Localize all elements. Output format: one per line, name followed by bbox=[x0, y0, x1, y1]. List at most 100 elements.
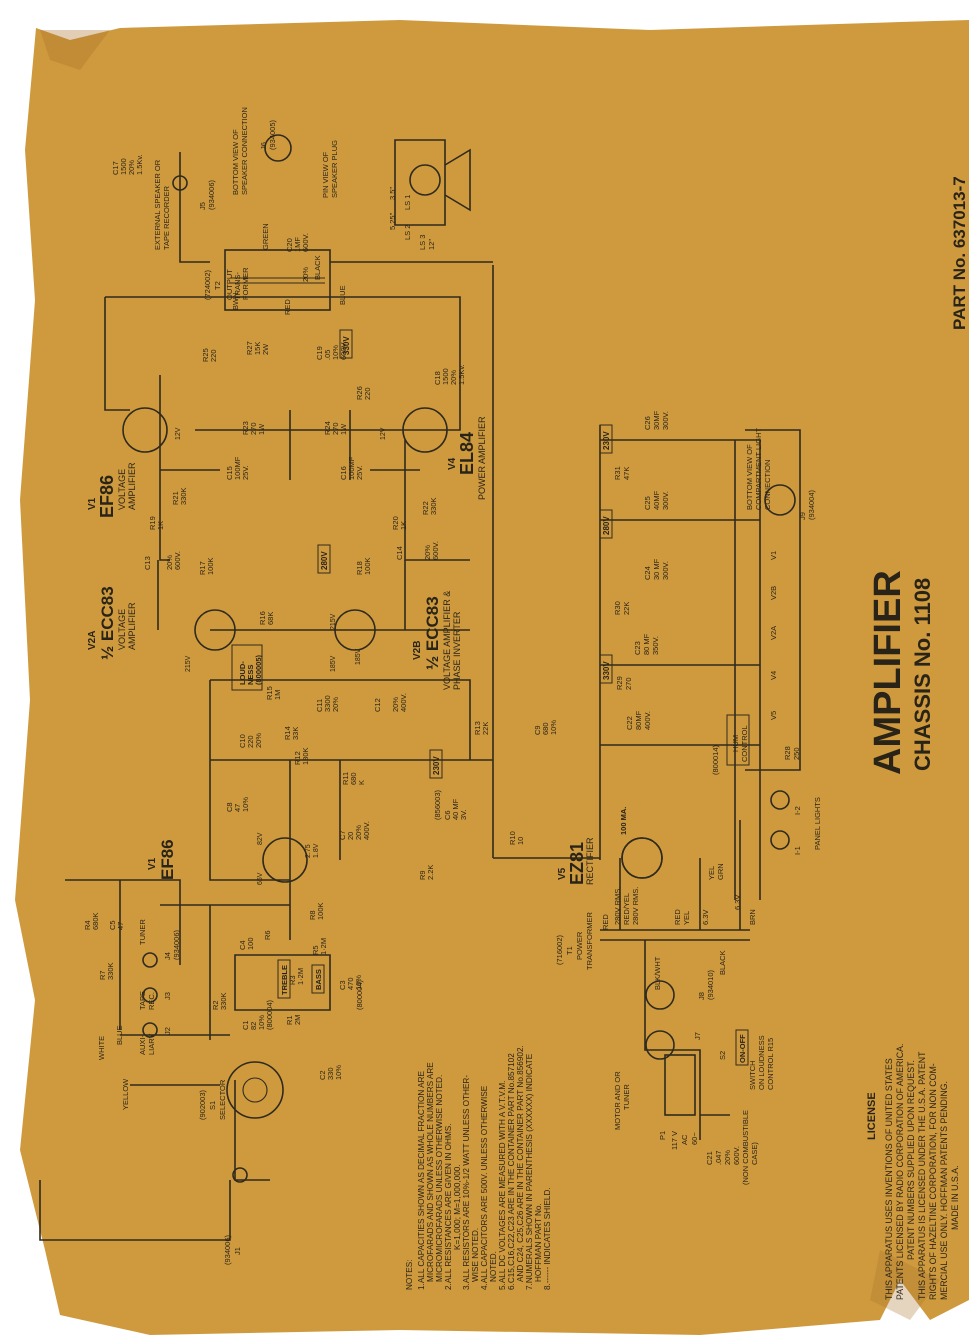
r20-value: 1K bbox=[399, 521, 408, 530]
wire-white: WHITE bbox=[97, 1036, 106, 1060]
wire-blue: BLUE bbox=[115, 1025, 124, 1045]
c7-label: C7 bbox=[338, 830, 347, 840]
license-line: THIS APPARATUS IS LICENSED UNDER THE U.S… bbox=[917, 1051, 927, 1300]
notes-title: NOTES: bbox=[405, 1260, 414, 1290]
c17-volt: 1.5Kv. bbox=[135, 154, 144, 175]
tube-ref: V1 bbox=[87, 497, 98, 510]
wire-labels: GREEN BLACK BLUE BWN RED bbox=[231, 223, 347, 315]
c21-volt: 600V. bbox=[732, 1146, 741, 1165]
c22-volt: 400V. bbox=[643, 711, 652, 730]
title-sub: CHASSIS No. 1108 bbox=[910, 578, 935, 771]
paper-stain bbox=[40, 30, 110, 70]
c20-volt: 600V. bbox=[301, 233, 310, 252]
r22-label: R22 bbox=[421, 501, 430, 515]
c12-volt: 400V. bbox=[399, 693, 408, 712]
part-number: PART No. 637013-7 bbox=[950, 176, 969, 330]
c2-tol: 10% bbox=[334, 1065, 343, 1080]
s2-desc: ON LOUDNESS bbox=[757, 1035, 766, 1090]
t1-label: T1 bbox=[565, 946, 574, 955]
r14-value: 33K bbox=[291, 727, 300, 740]
tube-desc: VOLTAGE bbox=[117, 469, 127, 510]
t2-desc: OUTPUT bbox=[225, 269, 234, 300]
note-line: AND C24, C25,C26 ARE IN THE CONTAINER PA… bbox=[516, 1045, 525, 1282]
ls2-size: 5.25" bbox=[388, 212, 397, 230]
r8-value: 100K bbox=[316, 902, 325, 920]
pri-j8-part: (934010) bbox=[706, 969, 715, 1000]
note-line: MICROFARADS AND SHOWN AS WHOLE NUMBERS A… bbox=[426, 1062, 435, 1282]
tube-type: ½ ECC83 bbox=[98, 586, 117, 660]
lamp-2: I-2 bbox=[793, 806, 802, 815]
p1-hz: 60~ bbox=[690, 1132, 699, 1145]
c1-label: C1 bbox=[241, 1020, 250, 1030]
tube-v1-label: V1 EF86 bbox=[147, 839, 177, 880]
note-line: K=1,000; M=1,000,000. bbox=[453, 1164, 462, 1250]
note-line: 8.------ INDICATES SHIELD. bbox=[543, 1187, 552, 1290]
part-number-text: PART No. 637013-7 bbox=[950, 176, 969, 330]
tube-v2b-icon bbox=[334, 609, 376, 651]
r20-label: R20 bbox=[391, 516, 400, 530]
c22-value: 80MF bbox=[634, 710, 643, 730]
c21-tol: 20% bbox=[723, 1150, 732, 1165]
pin-voltage: 185V bbox=[330, 655, 337, 672]
r16-label: R16 bbox=[258, 611, 267, 625]
pin-voltage: 65V bbox=[257, 872, 264, 885]
c20-tol: 20% bbox=[301, 267, 310, 282]
s2-desc: CONTROL R15 bbox=[766, 1038, 775, 1090]
c6-volt: 3V. bbox=[459, 809, 468, 820]
c15-label: C15 bbox=[225, 466, 234, 480]
c17-label: C17 bbox=[111, 161, 120, 175]
loudness-part: (800005) bbox=[254, 654, 263, 685]
tube-v5-icon bbox=[621, 837, 663, 879]
pin-labels: 215V 185V 185V 215V 65V 82V 2.75 1.8V 12… bbox=[175, 427, 387, 885]
tube-desc: AMPLIFIER bbox=[127, 462, 137, 510]
r11-unit: K bbox=[357, 780, 366, 785]
tube-desc: POWER AMPLIFIER bbox=[477, 416, 487, 500]
r23-label: R23 bbox=[241, 421, 250, 435]
volt-tag: 280V bbox=[602, 516, 611, 535]
j5-part: (934006) bbox=[207, 179, 216, 210]
loudness-label: NESS bbox=[246, 665, 255, 685]
t1-desc: POWER bbox=[575, 931, 584, 960]
pin-voltage: 185V bbox=[355, 648, 362, 665]
c22-label: C22 bbox=[625, 716, 634, 730]
jack-tape: TAPE bbox=[138, 991, 147, 1010]
heater-v1: V1 bbox=[769, 551, 778, 560]
license-body: THIS APPARATUS USES INVENTIONS OF UNITED… bbox=[884, 1044, 960, 1300]
c17-tol: 20% bbox=[127, 160, 136, 175]
r8-label: R8 bbox=[308, 910, 317, 920]
c19-volt: 600V. bbox=[339, 341, 348, 360]
tube-ref: V1 bbox=[147, 857, 158, 870]
sec-redyel: RED/YEL bbox=[622, 893, 631, 925]
volt-tag: 230V bbox=[432, 756, 441, 775]
r18-label: R18 bbox=[355, 561, 364, 575]
c16-volt: 25V. bbox=[355, 465, 364, 480]
license-line: PATENTS LICENSED BY RADIO CORPORATION OF… bbox=[895, 1044, 905, 1300]
j1-label: J1 bbox=[233, 1247, 242, 1255]
r9-label: R9 bbox=[418, 870, 427, 880]
r22-value: 330K bbox=[429, 497, 438, 515]
r13-label: R13 bbox=[473, 721, 482, 735]
r14-label: R14 bbox=[283, 726, 292, 740]
r9-value: 2.2K bbox=[426, 865, 435, 880]
c13-label: C13 bbox=[143, 556, 152, 570]
tube-v2a-icon bbox=[194, 609, 236, 651]
t2-part: (724002) bbox=[203, 269, 212, 300]
pri-black: BLACK bbox=[718, 950, 727, 975]
c4-label: C4 bbox=[238, 940, 247, 950]
note-line: NOTED. bbox=[489, 1251, 498, 1282]
s1-part: (902003) bbox=[198, 1089, 207, 1120]
c24-label: C24 bbox=[643, 566, 652, 580]
tube-v4-label: V4 EL84 POWER AMPLIFIER bbox=[447, 416, 487, 500]
pin-voltage: 2.75 bbox=[305, 844, 312, 858]
r11-value: 680 bbox=[349, 772, 358, 785]
p1-ac: AC bbox=[680, 1134, 689, 1145]
c3-label: C3 bbox=[338, 980, 347, 990]
r16-value: 68K bbox=[266, 612, 275, 625]
s2-label: S2 bbox=[718, 1051, 727, 1060]
tube-desc: VOLTAGE AMPLIFIER & bbox=[442, 591, 452, 690]
c14-volt: 600V. bbox=[431, 541, 440, 560]
voltage-tags: 330V 280V 230V 230V 280V 330V bbox=[317, 329, 613, 779]
j6-part: (934005) bbox=[268, 119, 277, 150]
r6-label: R6 bbox=[263, 930, 272, 940]
